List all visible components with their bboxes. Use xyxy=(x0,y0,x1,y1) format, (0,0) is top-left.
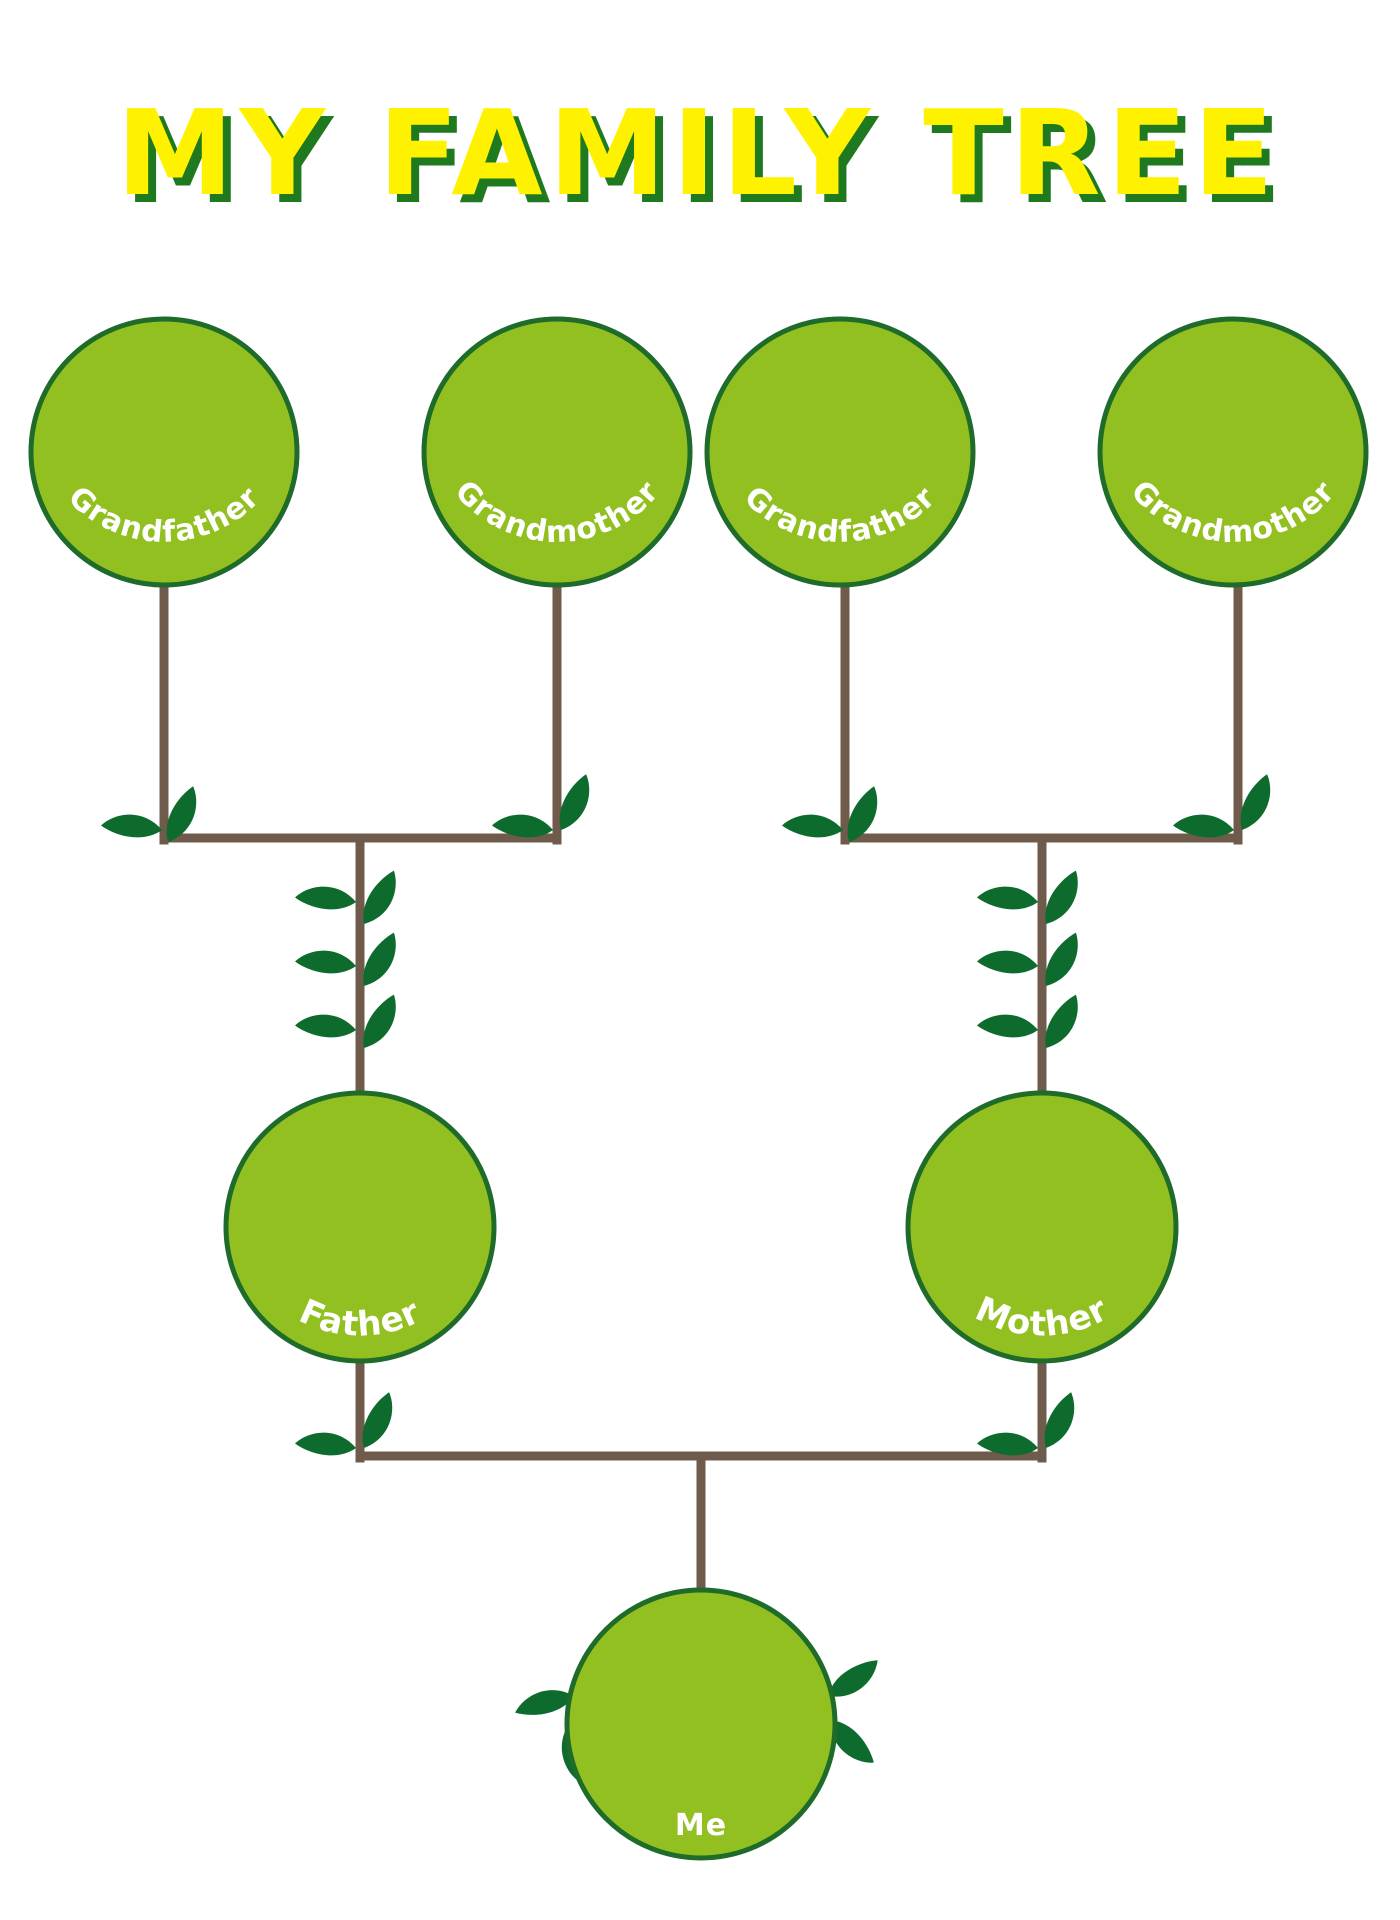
page-title-shadow: MY FAMILY TREE xyxy=(124,92,1288,230)
leaf-icon xyxy=(100,800,164,854)
node-me: Me xyxy=(564,1587,838,1861)
leaf-icon xyxy=(491,800,555,854)
node-maternal-grandfather: Grandfather xyxy=(704,316,976,588)
title-group: MY FAMILY TREE MY FAMILY TREE xyxy=(116,84,1288,230)
leaf-icon xyxy=(976,1000,1040,1054)
leaf-icon xyxy=(294,872,358,926)
node-circle xyxy=(564,1587,838,1861)
node-paternal-grandmother: Grandmother xyxy=(421,316,693,588)
leaf-icon xyxy=(781,800,845,854)
node-circle xyxy=(223,1090,497,1364)
branches xyxy=(159,580,1243,1597)
leaf-icon xyxy=(1172,800,1236,854)
leaf-icon xyxy=(294,1418,358,1472)
page-title: MY FAMILY TREE xyxy=(116,84,1280,222)
node-circle xyxy=(1097,316,1369,588)
node-circle xyxy=(28,316,300,588)
leaf-icon xyxy=(976,936,1040,990)
leaf-icon xyxy=(294,936,358,990)
node-circle xyxy=(704,316,976,588)
node-circle xyxy=(905,1090,1179,1364)
node-paternal-grandfather: Grandfather xyxy=(28,316,300,588)
node-label-me: Me xyxy=(675,1808,727,1843)
leaf-icon xyxy=(976,872,1040,926)
node-mother: Mother xyxy=(905,1090,1179,1364)
leaf-icon xyxy=(294,1000,358,1054)
node-circle xyxy=(421,316,693,588)
node-maternal-grandmother: Grandmother xyxy=(1097,316,1369,588)
leaf-icon xyxy=(976,1418,1040,1472)
node-father: Father xyxy=(223,1090,497,1364)
